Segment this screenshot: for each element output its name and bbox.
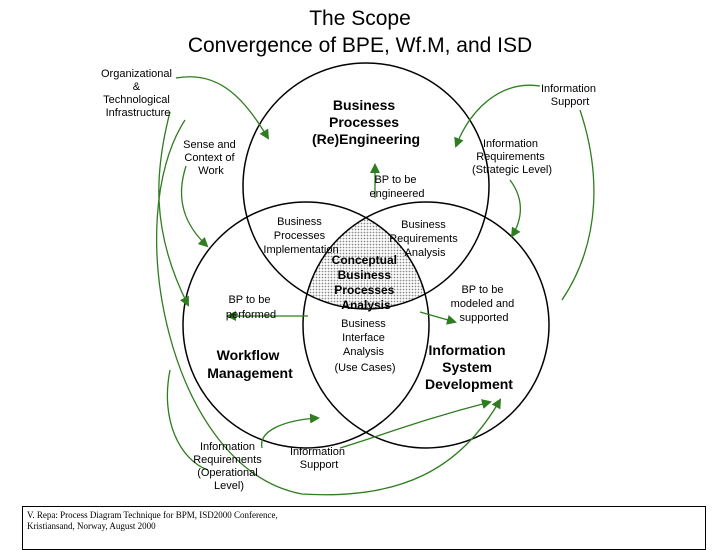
label-bp-performed: BP to be performed — [226, 294, 276, 321]
circle-title-isd: Information System Development — [425, 342, 513, 392]
circle-title-bpe: Business Processes (Re)Engineering — [312, 97, 420, 147]
arrow-bp-modeled — [419, 311, 457, 325]
footer-line-2: Kristiansand, Norway, August 2000 — [27, 521, 156, 531]
label-bp-req-analysis: Business Requirements Analysis — [389, 219, 461, 259]
title-line-2: Convergence of BPE, Wf.M, and ISD — [187, 34, 533, 57]
label-conceptual-bpa: Conceptual Business Processes Analysis — [332, 253, 401, 312]
arrow-operational-to-wfm — [261, 413, 320, 449]
circle-isd — [302, 201, 550, 449]
arrow-strategic-to-isd — [509, 179, 521, 238]
footer-citation: V. Repa: Process Diagram Technique for B… — [22, 506, 706, 550]
arrow-sense-to-wfm — [180, 165, 209, 248]
label-info-req-operational: Information Requirements (Operational Le… — [193, 441, 265, 492]
circle-title-wfm: Workflow Management — [207, 347, 293, 381]
arrows — [156, 76, 595, 496]
center-intersection — [303, 202, 429, 309]
arrow-org-to-bottom — [156, 119, 501, 496]
arrow-operational-left — [166, 369, 209, 471]
arrow-support-to-isd — [339, 399, 492, 449]
label-bp-modeled: BP to be modeled and supported — [451, 284, 518, 324]
label-info-support-bottom: Information Support — [290, 446, 348, 471]
circle-wfm — [182, 201, 430, 449]
label-bp-implementation: Business Processes Implementation — [263, 216, 338, 256]
label-info-support-top: Information Support — [541, 83, 599, 108]
arrow-infosupport-to-bpe — [454, 84, 541, 148]
title-line-1: The Scope — [309, 7, 411, 30]
label-info-req-strategic: Information Requirements (Strategic Leve… — [472, 138, 552, 176]
label-interface-analysis: Business Interface Analysis (Use Cases) — [334, 318, 395, 374]
arrow-org-to-bpe — [175, 76, 270, 140]
label-bp-engineered: BP to be engineered — [369, 174, 424, 200]
arrow-infosupport-right — [561, 109, 595, 301]
label-org-infrastructure: Organizational & Technological Infrastru… — [101, 68, 175, 119]
label-sense-context: Sense and Context of Work — [183, 139, 239, 177]
footer-line-1: V. Repa: Process Diagram Technique for B… — [27, 510, 278, 520]
circle-bpe — [242, 62, 490, 310]
